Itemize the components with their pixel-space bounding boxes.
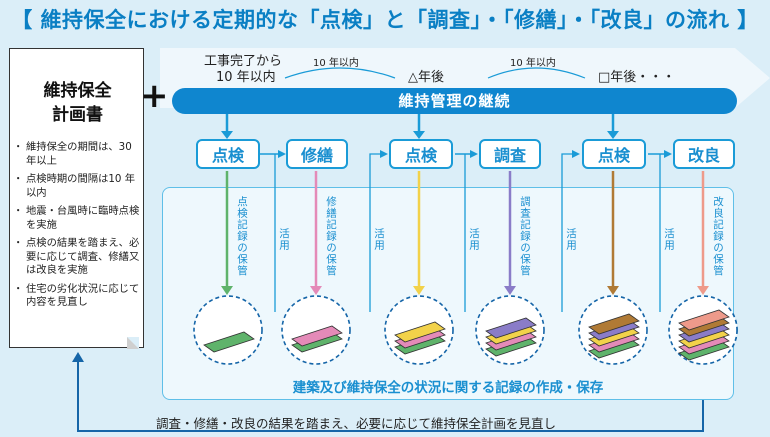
plan-items: 維持保全の期間は、30 年以上 点検時期の間隔は10 年以内 地震・台風時に臨時… <box>13 141 141 315</box>
plan-item: 地震・台風時に臨時点検を実施 <box>13 205 141 232</box>
timeline-start-line-1: 工事完了から <box>204 54 283 69</box>
timeline-mid: △年後 <box>408 70 444 85</box>
maintenance-plan-document: 維持保全 計画書 維持保全の期間は、30 年以上 点検時期の間隔は10 年以内 … <box>9 48 144 348</box>
use-label: 活用 <box>373 228 385 251</box>
label-repair-record: 修繕記録の保管 <box>325 196 337 277</box>
step-survey: 調査 <box>479 139 541 169</box>
page-title: 【 維持保全における定期的な「点検」と「調査」・「修繕」・「改良」の流れ 】 <box>11 8 759 32</box>
feedback-arrowhead <box>72 352 84 362</box>
document-fold-corner <box>127 337 139 349</box>
review-note: 調査・修繕・改良の結果を踏まえ、必要に応じて維持保全計画を見直し <box>156 416 557 431</box>
plan-title-line-1: 維持保全 <box>43 81 112 101</box>
use-label: 活用 <box>565 228 577 251</box>
plan-item: 維持保全の期間は、30 年以上 <box>13 141 141 168</box>
step-inspection-1: 点検 <box>196 139 260 169</box>
plan-title: 維持保全 計画書 <box>10 79 145 127</box>
timeline-interval-2: 10 年以内 <box>510 58 556 69</box>
use-line-heads <box>380 150 580 158</box>
step-arrows <box>260 150 672 158</box>
records-caption: 建築及び維持保全の状況に関する記録の作成・保存 <box>292 380 604 396</box>
maintenance-continuation-bar: 維持管理の継続 <box>172 88 737 114</box>
interval-arc-1 <box>284 67 396 79</box>
plan-item: 点検の結果を踏まえ、必要に応じて調査、修繕又は改良を実施 <box>13 237 141 278</box>
label-improvement-record: 改良記録の保管 <box>712 196 724 277</box>
step-inspection-3: 点検 <box>582 139 646 169</box>
use-label: 活用 <box>278 228 290 251</box>
timeline-start-line-2: 10 年以内 <box>216 70 276 85</box>
step-improvement: 改良 <box>673 139 735 169</box>
timeline-end: □年後・・・ <box>598 70 676 85</box>
timeline-interval-1: 10 年以内 <box>313 58 359 69</box>
interval-arc-2 <box>487 67 586 79</box>
label-inspection-record: 点検記録の保管 <box>236 196 248 277</box>
plan-item: 住宅の劣化状況に応じて内容を見直し <box>13 283 141 310</box>
plus-sign: + <box>140 76 169 116</box>
use-label: 活用 <box>663 228 675 251</box>
step-inspection-2: 点検 <box>389 139 453 169</box>
use-label: 活用 <box>468 228 480 251</box>
bar-to-inspection-arrows <box>221 114 619 139</box>
plan-title-line-2: 計画書 <box>52 105 103 125</box>
label-survey-record: 調査記録の保管 <box>519 196 531 277</box>
step-repair: 修繕 <box>286 139 348 169</box>
plan-item: 点検時期の間隔は10 年以内 <box>13 173 141 200</box>
